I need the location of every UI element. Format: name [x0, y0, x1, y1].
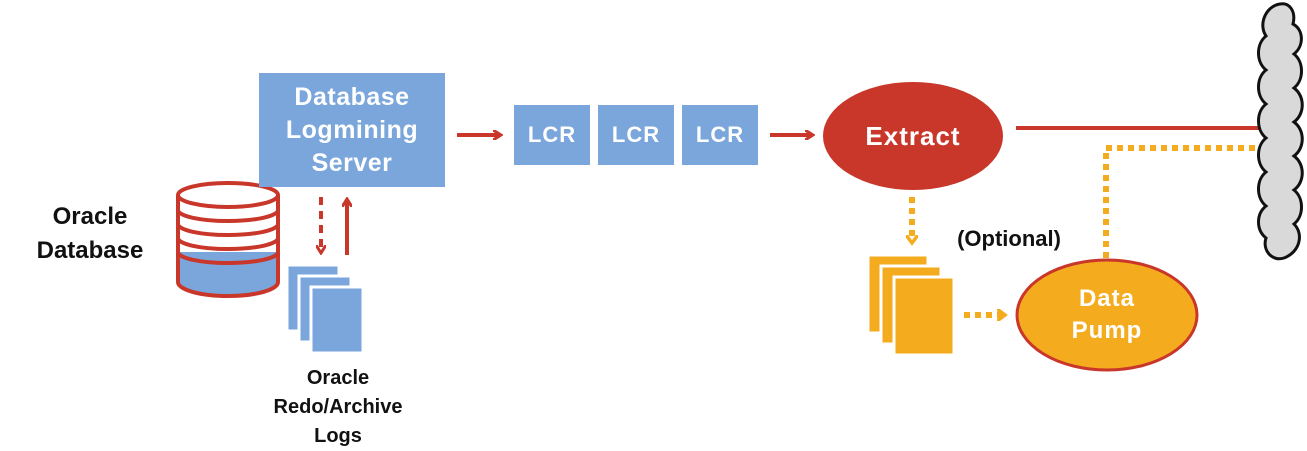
lcr-label-1: LCR	[527, 122, 577, 147]
logmining-server-box	[259, 73, 445, 187]
oracle-database-label: Oracle Database	[36, 203, 144, 264]
cloud-icon	[1257, 2, 1304, 261]
lcr-label-3: LCR	[695, 122, 745, 147]
trail-file-stack-icon	[866, 253, 956, 357]
data-pump-node	[1015, 258, 1199, 372]
redo-logs-label: Oracle Redo/Archive Logs	[273, 367, 403, 447]
database-cylinder-icon	[176, 181, 280, 298]
lcr-box-1	[514, 105, 590, 165]
data-pump-label: Data Pump	[1071, 285, 1143, 344]
extract-label: Extract	[865, 120, 961, 151]
document-stack-icon	[285, 263, 365, 355]
extract-node	[823, 82, 1003, 190]
optional-label: (Optional)	[957, 226, 1061, 251]
lcr-box-2	[598, 105, 674, 165]
lcr-box-3	[682, 105, 758, 165]
lcr-label-2: LCR	[611, 122, 661, 147]
logmining-server-label: Database Logmining Server	[285, 82, 419, 177]
pump-to-network-dotted-arrow	[1103, 148, 1290, 258]
